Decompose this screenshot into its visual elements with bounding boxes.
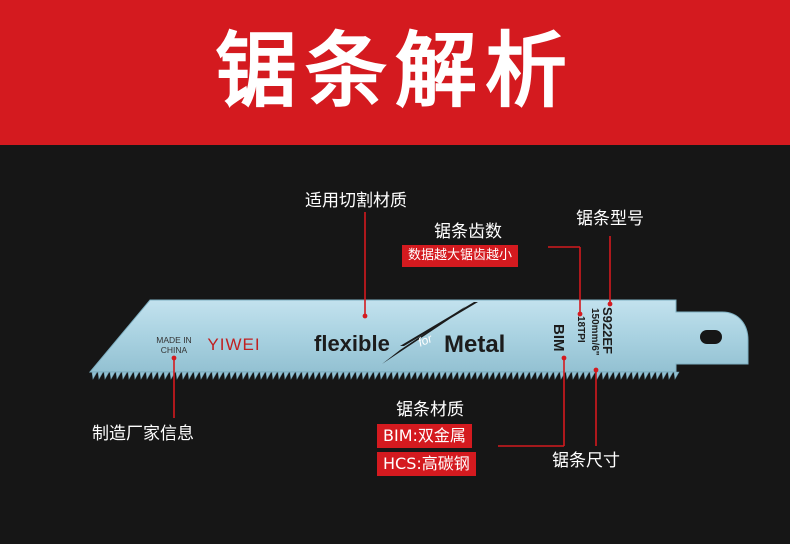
size-text: 150mm/6" [589,308,600,356]
slogan-metal-text: Metal [444,331,505,358]
bim-desc-badge: BIM:双金属 [377,424,472,448]
label-size: 锯条尺寸 [552,451,620,471]
label-material-title: 锯条材质 [396,400,464,420]
page-title: 锯条解析 [214,24,575,119]
hcs-desc-badge: HCS:高碳钢 [377,452,476,476]
slogan-flexible-text: flexible [314,331,390,356]
brand-text: YIWEI [207,335,260,354]
model-text: S922EF [600,307,615,354]
label-tooth-count: 锯条齿数 [434,222,502,242]
label-manufacturer: 制造厂家信息 [92,424,194,444]
slogan-plate [382,302,478,364]
label-cutting-material: 适用切割材质 [305,191,407,211]
blade-teeth [91,371,680,380]
header-banner: 锯条解析 [0,0,790,145]
callout-dots [171,301,613,373]
tooth-note-badge: 数据越大锯齿越小 [402,245,519,267]
bim-code-text: BIM [550,324,567,352]
china-text: CHINA [161,345,188,355]
label-model: 锯条型号 [576,209,644,229]
blade-tang-hole [700,330,722,344]
slogan-for-text: for [416,331,435,350]
tpi-text: 18TPI [575,316,586,343]
made-in-text: MADE IN [156,335,191,345]
callout-lines [173,212,611,447]
